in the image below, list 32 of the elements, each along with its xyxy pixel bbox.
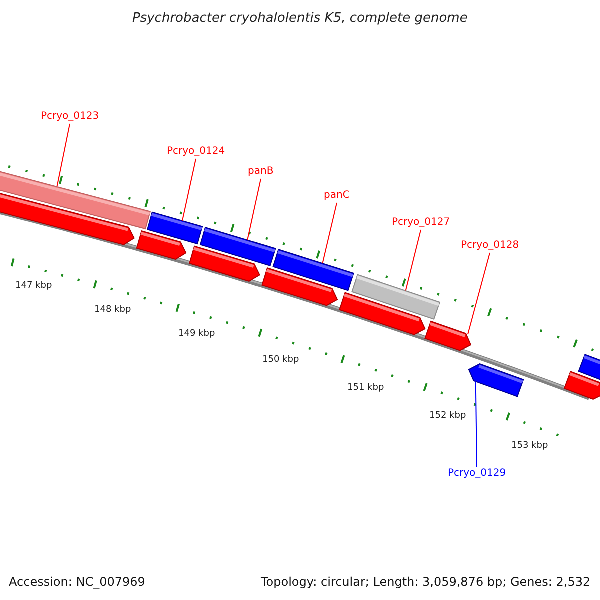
leader-line	[56, 124, 70, 187]
scale-label: 147 kbp	[16, 282, 52, 290]
scale-label: 149 kbp	[178, 330, 216, 338]
gene-feature	[0, 190, 135, 246]
gene-feature	[262, 267, 338, 306]
gene-label: Pcryo_0127	[392, 218, 450, 228]
gene-label: Pcryo_0124	[167, 147, 226, 157]
leader-line	[322, 202, 338, 264]
scale-label: 152 kbp	[430, 412, 466, 420]
genome-summary-text: Topology: circular; Length: 3,059,876 bp; Genes: 2,532	[261, 576, 591, 588]
gene-feature	[564, 371, 600, 400]
gene-label: Pcryo_0128	[461, 241, 520, 251]
scale-label: 150 kbp	[262, 356, 300, 364]
accession-text: Accession: NC_007969	[9, 576, 146, 588]
leader-line	[182, 158, 196, 222]
gene-feature	[424, 320, 472, 352]
scale-label: 148 kbp	[94, 306, 132, 314]
gene-feature	[136, 230, 187, 260]
gene-label: panB	[248, 167, 274, 177]
diagram-title: Psychrobacter cryohalolentis K5, complete genome	[132, 12, 468, 24]
gene-label: panC	[324, 191, 350, 201]
scale-label: 151 kbp	[348, 384, 384, 392]
leader-line	[468, 252, 490, 335]
scale-label: 153 kbp	[512, 442, 548, 450]
leader-line	[247, 178, 262, 241]
gene-label: Pcryo_0123	[41, 112, 100, 122]
leader-line	[405, 230, 422, 292]
leader-line	[475, 381, 478, 468]
gene-feature	[468, 364, 524, 398]
gene-feature	[339, 292, 426, 336]
gene-label: Pcryo_0129	[448, 469, 506, 479]
gene-feature	[188, 246, 260, 282]
